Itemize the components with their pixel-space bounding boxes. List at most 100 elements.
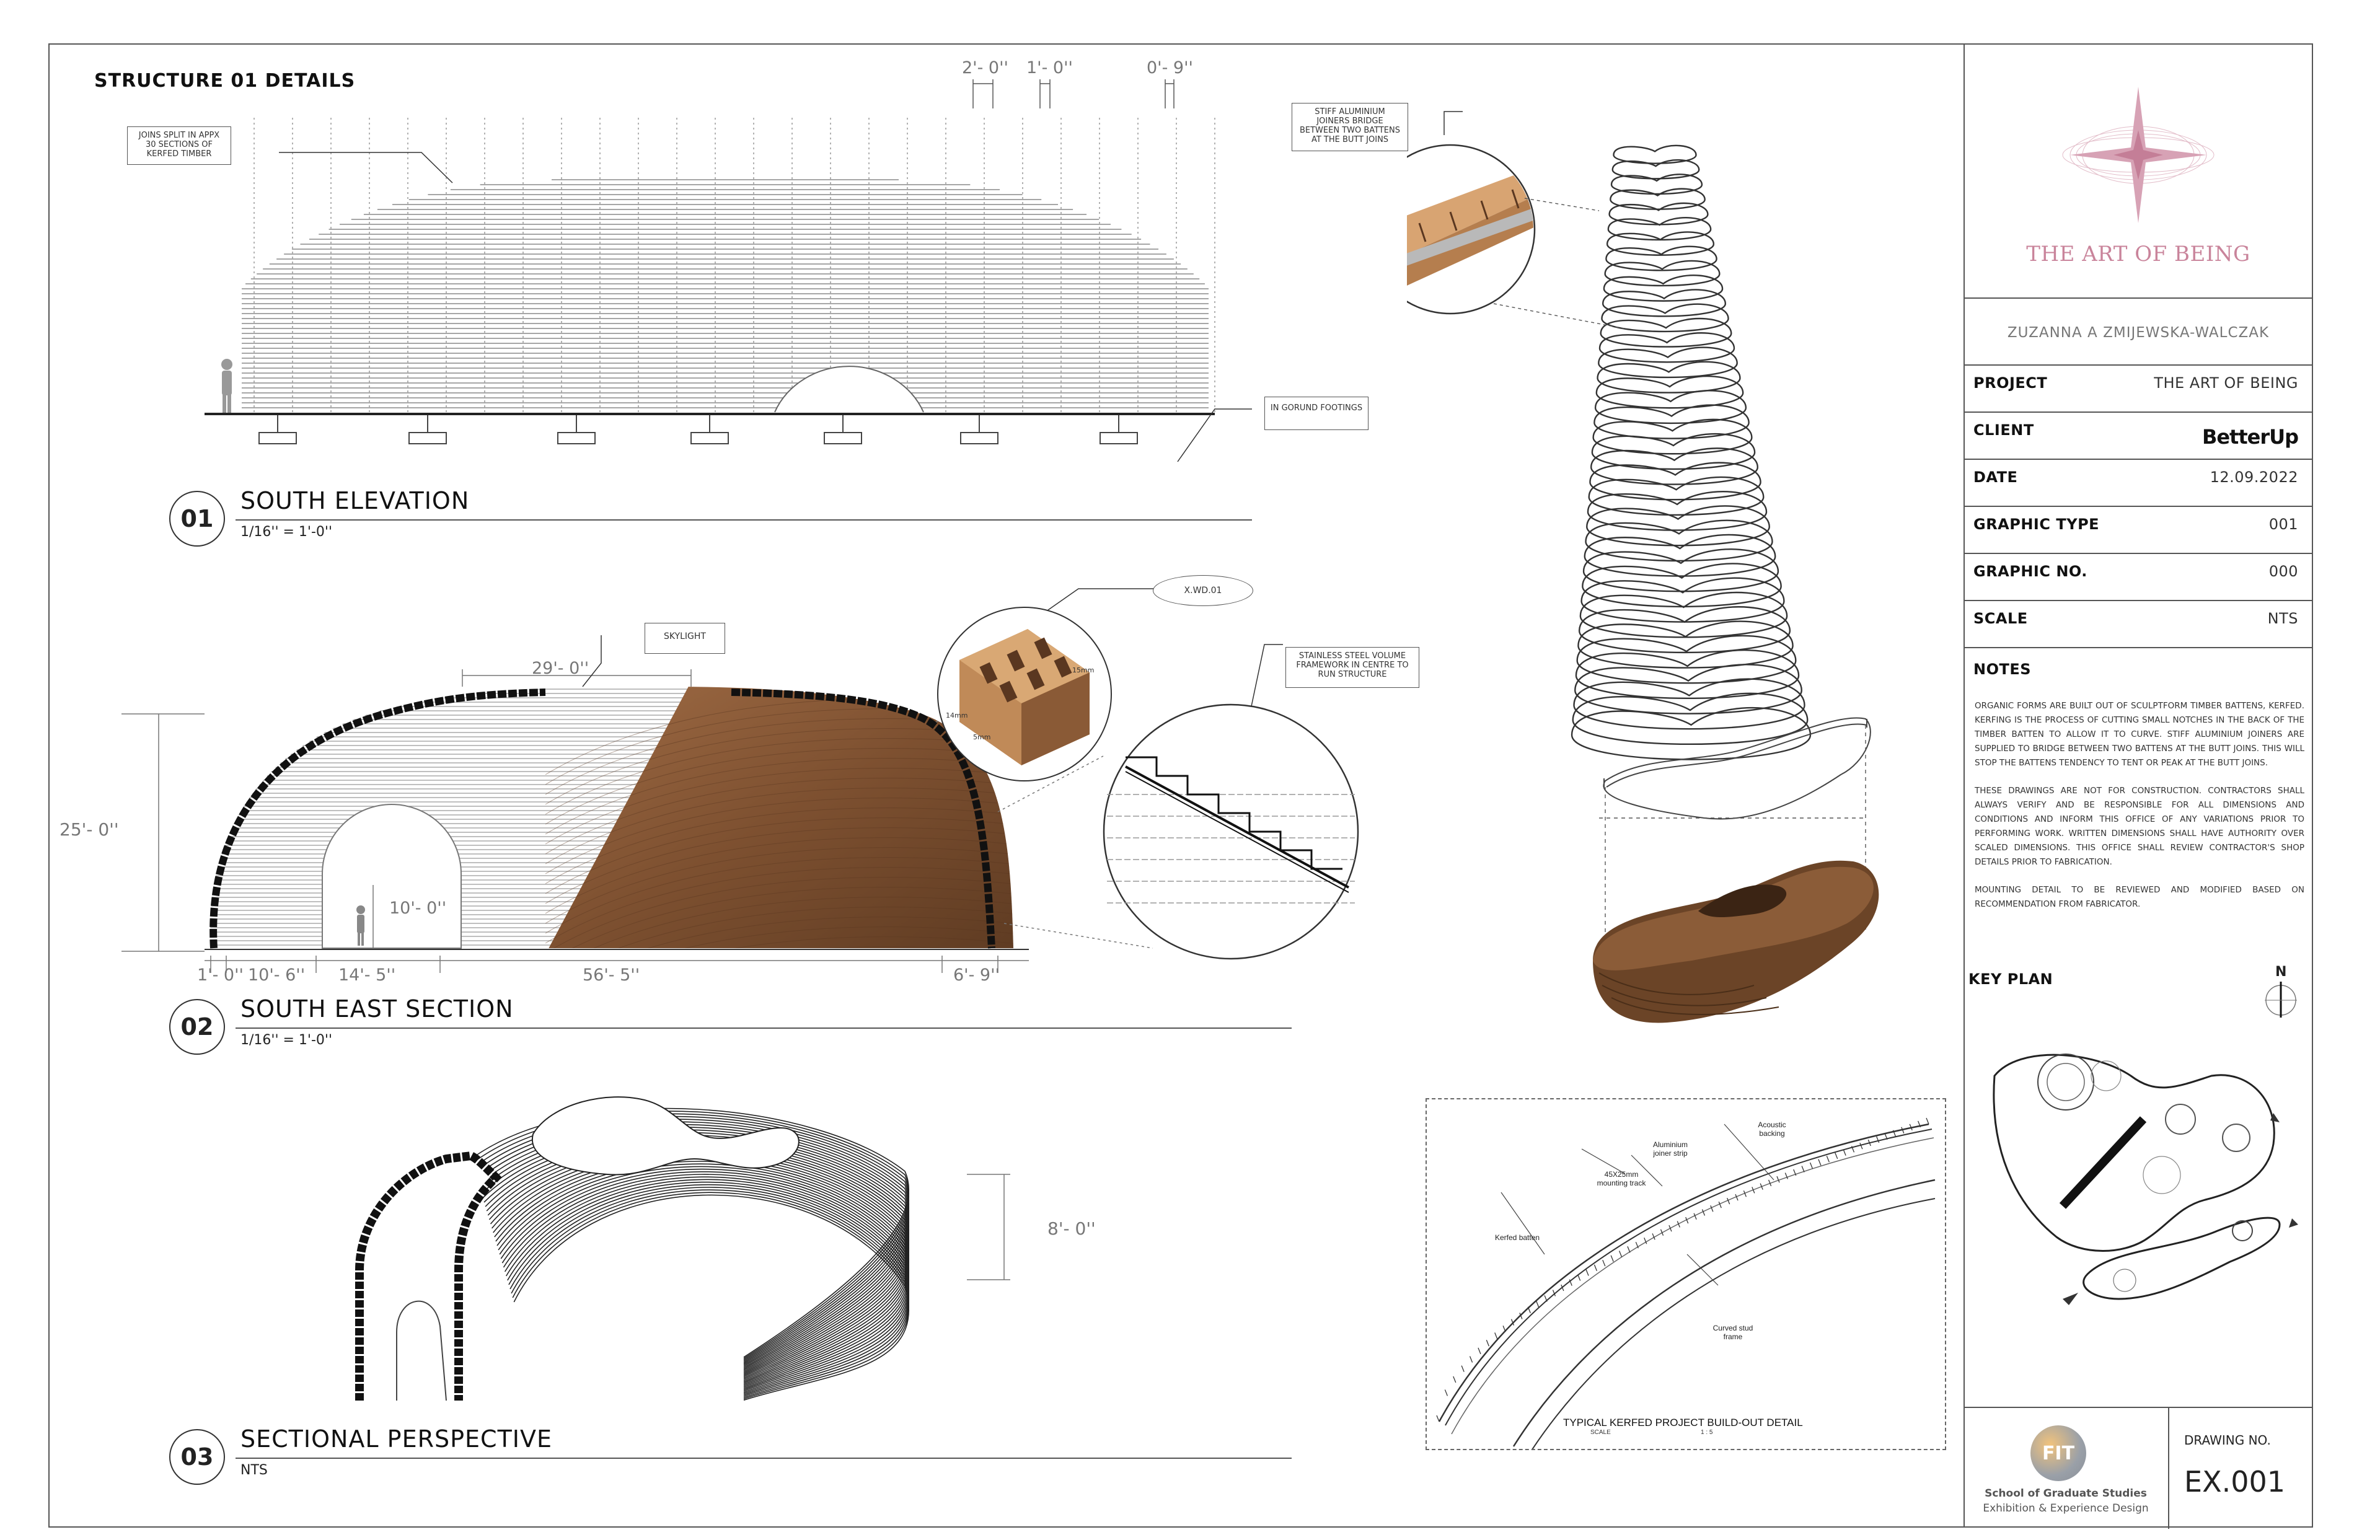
- timber-ring: [1582, 563, 1782, 608]
- kerf-notch: [1652, 1233, 1655, 1240]
- kerf-notch: [1918, 1120, 1921, 1128]
- kerf-notch: [1561, 1284, 1564, 1291]
- field-value-project: THE ART OF BEING: [2154, 374, 2298, 392]
- perspective-batten: [496, 1161, 909, 1384]
- footing-pad: [557, 432, 596, 444]
- kerf-notch: [1585, 1269, 1589, 1276]
- timber-ring: [1600, 317, 1732, 348]
- kerf-notch: [1835, 1152, 1838, 1159]
- perspective-batten: [501, 1171, 909, 1389]
- wood-grain-line: [545, 926, 1014, 948]
- kerf-notch: [1727, 1197, 1730, 1205]
- kerf-notch: [1685, 1217, 1689, 1224]
- program-name: Exhibition & Experience Design: [1983, 1502, 2149, 1515]
- kerf-notch: [1527, 1306, 1531, 1314]
- elevation-top-dimension-ticks: [972, 79, 1175, 108]
- timber-ring: [1597, 361, 1741, 394]
- field-value-graphic-no: 000: [2268, 563, 2298, 580]
- view-02-scale: 1/16'' = 1'-0'': [240, 1032, 332, 1048]
- wood-grain-line: [545, 867, 1014, 944]
- kerf-notch: [1444, 1389, 1448, 1396]
- south-elevation-drawing: [205, 79, 1252, 462]
- wood-grain-line: [545, 887, 1014, 948]
- perspective-height-text: 8'- 0'': [1047, 1218, 1096, 1239]
- timber-ring: [1604, 260, 1721, 287]
- south-east-section-drawing: [121, 588, 1283, 973]
- kerf-notch: [1478, 1347, 1481, 1355]
- perspective-cut-face: [355, 1151, 502, 1401]
- kerf-notch: [1644, 1238, 1647, 1244]
- kerf-notch: [1859, 1142, 1863, 1150]
- timber-ring: [1598, 332, 1735, 363]
- footings-leader: [1177, 408, 1252, 462]
- perspective-batten: [499, 1166, 909, 1386]
- client-logo: BetterUp: [2202, 425, 2299, 449]
- timber-ring: [1590, 447, 1759, 485]
- wood-grain-line: [545, 758, 1014, 835]
- timber-ring: [1582, 548, 1779, 592]
- view-02-title: SOUTH EAST SECTION: [240, 995, 514, 1023]
- bottom-dim-2: 10'- 6'': [248, 966, 306, 985]
- perspective-batten: [511, 1189, 909, 1398]
- kerf-detail-title: TYPICAL KERFED PROJECT BUILD-OUT DETAIL: [1563, 1417, 1803, 1428]
- footings-note: IN GORUND FOOTINGS: [1264, 397, 1368, 430]
- sheet-border: [48, 43, 2313, 1528]
- timber-ring: [1589, 462, 1761, 501]
- school-name: School of Graduate Studies: [1985, 1487, 2147, 1500]
- joins-leader: [279, 152, 453, 183]
- stainless-note: STAINLESS STEEL VOLUME FRAMEWORK IN CENT…: [1285, 647, 1419, 688]
- section-height-text: 25'- 0'': [60, 819, 119, 840]
- kerf-notch: [1453, 1376, 1457, 1383]
- stair-stringer: [1126, 756, 1342, 870]
- view-03-scale: NTS: [240, 1463, 268, 1478]
- wood-grain-line: [545, 877, 1014, 948]
- stair-framework-detail: [1103, 703, 1359, 960]
- key-plan-section: KEY PLAN N: [1963, 964, 2313, 1407]
- perspective-batten: [482, 1132, 909, 1370]
- kerf-notch: [1577, 1274, 1581, 1281]
- note-paragraph-3: MOUNTING DETAIL TO BE REVIEWED AND MODIF…: [1975, 885, 2304, 909]
- batten-dim-5mm: 5mm: [973, 733, 990, 741]
- perspective-door: [396, 1300, 447, 1401]
- field-value-graphic-type: 001: [2268, 516, 2298, 533]
- key-plan-drawing: [1993, 1054, 2298, 1305]
- kerf-notch: [1793, 1169, 1797, 1176]
- kerf-notch: [1876, 1136, 1880, 1143]
- kerf-notch: [1693, 1213, 1697, 1220]
- elevation-door-arch: [774, 366, 924, 413]
- footing-pad: [690, 432, 729, 444]
- kerf-notch: [1735, 1194, 1739, 1201]
- timber-ring: [1606, 231, 1715, 256]
- view-01-title: SOUTH ELEVATION: [240, 487, 470, 514]
- skylight-dim-text: 29'- 0'': [532, 659, 589, 678]
- kerf-notch: [1610, 1255, 1614, 1262]
- timber-ring: [1594, 390, 1747, 425]
- sectional-perspective-drawing: [355, 1096, 1010, 1401]
- footing-pad: [258, 432, 297, 444]
- kerf-notch: [1818, 1159, 1822, 1166]
- xwd-leader: [1047, 588, 1159, 611]
- elevation-dim-1ft: 1'- 0'': [1026, 58, 1073, 77]
- wood-grain-line: [545, 807, 1014, 884]
- section-door: [322, 804, 462, 949]
- designer-row: ZUZANNA A ZMIJEWSKA-WALCZAK: [1963, 297, 2313, 366]
- xwd-label: X.WD.01: [1153, 575, 1253, 606]
- wood-grain-line: [545, 817, 1014, 894]
- timber-ring: [1573, 678, 1805, 730]
- batten-dim-15mm: 15mm: [1072, 666, 1094, 674]
- kerf-notch: [1801, 1166, 1805, 1173]
- field-label-date: DATE: [1973, 469, 2018, 486]
- kerfed-batten-blocks: [959, 629, 1090, 765]
- elevation-section-gridlines: [253, 118, 1215, 415]
- timber-ring: [1613, 144, 1697, 164]
- skylight-leader: [582, 635, 602, 687]
- kerf-notch: [1752, 1187, 1755, 1194]
- north-label: N: [2275, 964, 2287, 980]
- kerf-build-out-drawing: [1436, 1117, 1936, 1449]
- perspective-batten: [512, 1192, 909, 1399]
- kerf-notch: [1784, 1173, 1788, 1179]
